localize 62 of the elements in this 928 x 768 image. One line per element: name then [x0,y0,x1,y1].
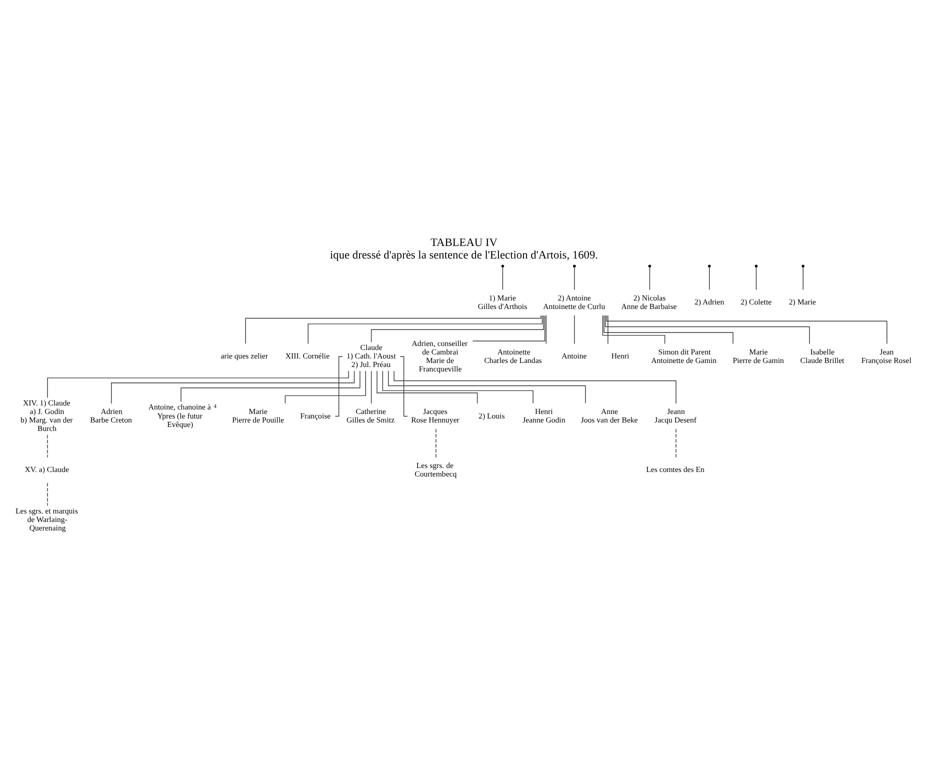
node-text: Antoine [562,352,587,361]
node-text: Marie Pierre de Pouille [232,407,284,425]
connector [47,434,48,458]
caption: ique dressé d'après la sentence de l'Election d'Artois, 1609. [330,250,598,262]
node-text: Isabelle Claude Brillet [800,347,844,365]
node-text: XV. a) Claude [24,465,70,474]
connector [370,315,544,343]
node-text: Les comtes des En [646,465,704,474]
node-text: 2) Adrien [694,298,724,307]
connector [472,315,546,342]
node-text: Françoise [300,411,331,420]
node-text: 2) Nicolas Anne de Barbaise [621,293,677,311]
connector [604,315,734,344]
node-text: Jean Françoise Rosel [861,347,912,365]
connector [574,315,575,344]
node-text: Simon dit Parent Antoinette de Gamin [651,347,717,365]
node-text: XIII. Cornélie [285,352,330,361]
connector [602,315,666,344]
node-text: Claude 1) Cath. l'Aoust 2) Jul. Préau [346,343,396,370]
node-text: Antoine, chanoine à Ypres (le futur Evêque) [148,402,211,429]
node-text: Adrien Barbe Creton [90,407,132,425]
connector [180,370,360,402]
node-text: 2) Louis [478,411,505,420]
node-text: Catherine Gilles de Smitz [346,407,395,425]
node-text: Anne Joos van der Beke [580,407,638,425]
node-text: Henri Jeanne Godin [522,407,566,425]
node-text: Adrien, conseiller de Cambrai Marie de Francqueville [412,338,468,374]
connector [756,266,757,290]
connector [400,356,408,417]
node-text: 1) Marie Gilles d'Arthois [478,293,528,311]
node-text: 2) Antoine Antoinette de Curlu [543,293,606,311]
diagram-title: TABLEAU IV [430,236,498,249]
connector [245,315,542,344]
connector [709,266,710,290]
node-text: 2) Marie [788,298,816,307]
connector [284,370,366,404]
node-text: XIV. 1) Claude a) J. Godin b) Marg. van der Burch [20,398,73,434]
node-text: arie ques zelier [220,352,268,361]
connector [606,315,888,344]
connector [574,266,575,290]
connector [502,266,504,290]
connector [376,370,478,404]
connector [604,315,810,344]
node-text: Les sgrs. et marquis de Warlaing-Querenaing [16,506,78,532]
connector [111,370,355,404]
connector [334,356,343,417]
node-text: Les sgrs. de Courtembecq [414,460,457,478]
node-text: Marie Pierre de Gamin [732,347,784,365]
connector [388,370,586,404]
node-text: Jeann Jacqu Desenf [654,407,696,425]
connector [382,370,534,404]
connector [47,482,48,506]
node-text: Antoinette Charles de Landas [484,347,542,365]
connector [308,315,543,344]
node-text: Henri [611,352,630,361]
node-text: 2) Colette [740,298,772,307]
connector [802,266,804,290]
connector [370,370,372,404]
connector [394,370,676,404]
node-text: Jacques Rose Hennuyer [411,407,460,425]
connector [649,266,650,290]
connector [47,370,349,398]
